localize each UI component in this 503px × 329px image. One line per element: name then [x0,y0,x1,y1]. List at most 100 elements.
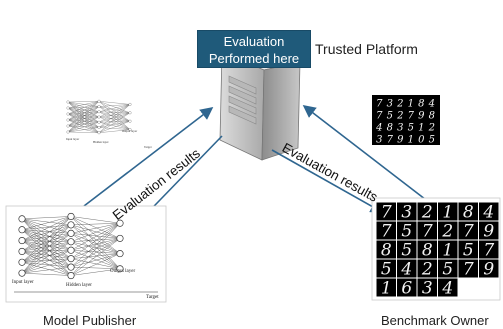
evaluation-box-line2: Performed here [208,51,300,66]
mnist-digit: 3 [387,99,393,110]
nn-connection [70,224,121,254]
nn-node [18,215,26,223]
mnist-cell [374,121,384,133]
nn-connection [70,223,121,251]
nn-node [128,119,132,123]
nn-connection [67,101,100,109]
mnist-cell [479,202,499,221]
mnist-digit: 2 [421,259,433,279]
nn-connection [21,233,72,252]
nn-connection [98,104,131,118]
nn-connection [67,101,100,107]
nn-connection [21,240,72,251]
nn-connection [21,262,72,276]
nn-connection [70,241,121,269]
nn-node [97,99,101,103]
nn-connection [98,101,131,122]
nn-connection [67,122,100,133]
nn-connection [21,272,72,276]
nn-connection [21,224,72,241]
nn-node [67,238,75,246]
mnist-digit: 5 [401,221,412,241]
nn-connection [70,224,121,239]
nn-connection [67,111,100,133]
mnist-digit: 4 [375,123,382,134]
mnist-cell [385,133,395,145]
arrow-publisher-to-platform [83,107,214,207]
nn-connection [21,233,72,274]
nn-connection [67,101,100,123]
mnist-cell [397,259,417,278]
mnist-cell [385,121,395,133]
mnist-cell [417,278,437,297]
mnist-cell [376,202,396,221]
nn-connection [98,116,131,122]
nn-connection [67,116,100,121]
nn-connection [70,253,121,268]
nn-connection [21,233,72,263]
mnist-cell [427,109,437,121]
nn-connection [67,101,100,128]
nn-connection [70,268,121,276]
nn-connection [98,104,131,107]
nn-connection [67,106,100,109]
nn-node [67,212,75,220]
nn-node [128,111,132,115]
nn-connection [98,101,131,130]
nn-connection [21,216,72,241]
nn-connection [21,229,72,268]
nn-connection [98,112,131,123]
mnist-cell [376,240,396,259]
nn-large-input-label: Input layer [12,280,34,285]
mnist-digit: 1 [418,123,424,134]
nn-node [66,118,70,122]
nn-connection [21,240,72,276]
mnist-cell [479,221,499,240]
nn-node [97,131,101,135]
nn-connection [67,107,100,128]
nn-node [116,250,124,258]
nn-connection [67,106,100,115]
nn-connection [98,121,131,133]
nn-node [67,229,75,237]
mnist-cell [416,121,426,133]
nn-connection [21,216,72,263]
mnist-cell [416,133,426,145]
nn-node [66,106,70,110]
nn-connection [21,224,72,274]
nn-connection [70,224,121,269]
nn-node [97,105,101,108]
mnist-cell [438,259,458,278]
nn-connection [21,250,72,274]
mnist-cell [397,202,417,221]
nn-connection [98,104,131,128]
mnist-cell [417,240,437,259]
nn-connection [67,101,100,118]
nn-connection [67,101,100,127]
nn-node [116,265,124,273]
nn-connection [21,251,72,259]
mnist-cell [458,202,478,221]
nn-connection [67,101,100,133]
nn-connection [98,112,131,128]
nn-connection [21,224,72,252]
mnist-digit: 0 [418,135,425,146]
nn-connection [98,112,131,118]
mnist-digit: 5 [429,135,435,146]
mnist-cell [397,221,417,240]
nn-node [116,234,124,242]
mnist-cell [438,202,458,221]
mnist-cell [374,109,384,121]
nn-node [18,269,26,277]
nn-node [18,258,26,266]
nn-connection [98,101,131,113]
mnist-digit: 7 [483,240,494,260]
mnist-cell [458,259,478,278]
mnist-digit: 9 [418,111,425,122]
nn-node [66,124,70,128]
mnist-digit: 4 [482,202,494,222]
nn-node [67,255,75,263]
nn-connection [21,241,72,263]
nn-connection [70,233,121,239]
